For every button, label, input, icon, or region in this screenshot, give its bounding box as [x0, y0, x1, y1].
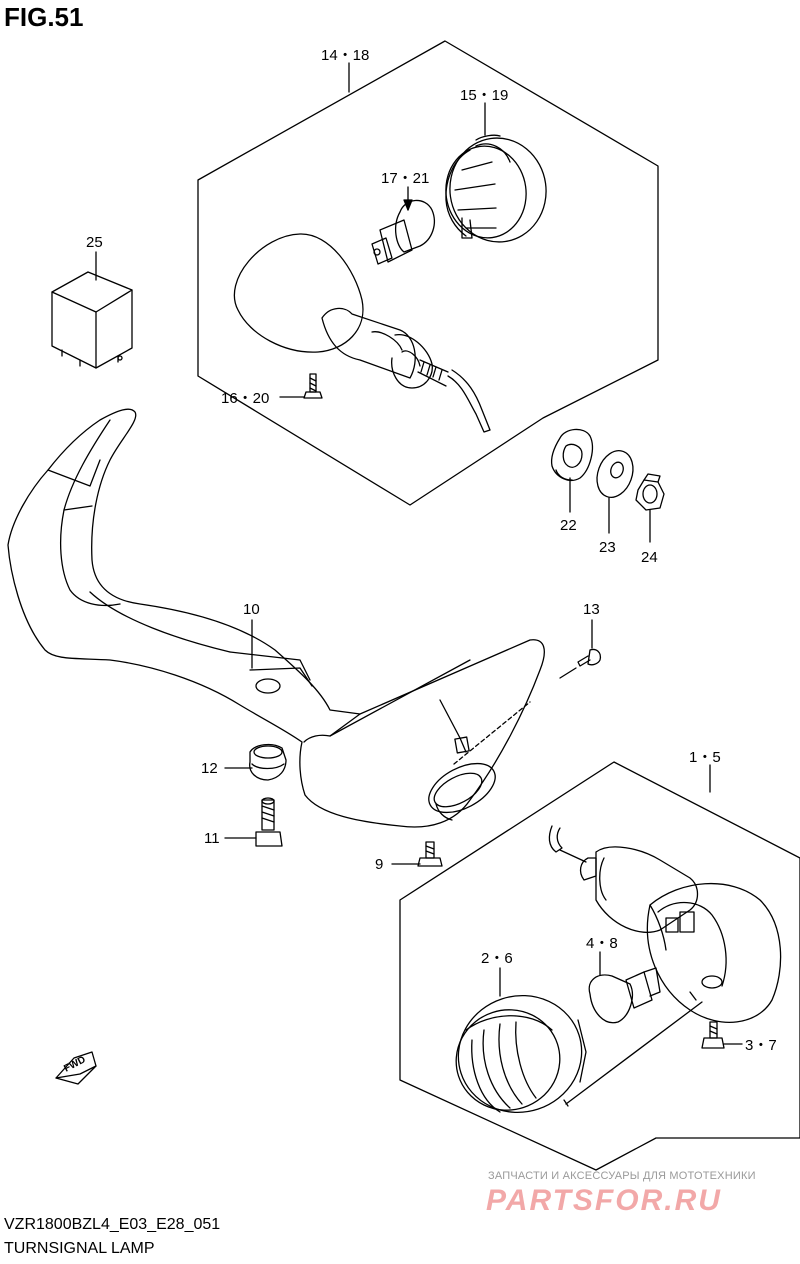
bolt-11 — [255, 797, 283, 847]
label-15-19: 15・19 — [460, 87, 508, 104]
rear-lens — [445, 134, 547, 243]
label-12: 12 — [201, 760, 218, 777]
figure-title: FIG.51 — [4, 2, 84, 32]
assembly-frame-bottom — [399, 761, 800, 1171]
label-17-21: 17・21 — [381, 170, 429, 187]
washer-22 — [550, 428, 594, 481]
label-14-18: 14・18 — [321, 47, 369, 64]
assembly-frame-top — [197, 40, 659, 506]
label-10: 10 — [243, 601, 260, 618]
screw-13 — [577, 648, 602, 667]
screw-3-7 — [701, 1021, 725, 1049]
label-2-6: 2・6 — [481, 950, 513, 967]
label-24: 24 — [641, 549, 658, 566]
screw-16-20 — [303, 373, 323, 399]
label-25: 25 — [86, 234, 103, 251]
fwd-arrow[interactable] — [55, 1051, 97, 1085]
label-22: 22 — [560, 517, 577, 534]
turnsignal-bracket — [7, 408, 545, 828]
relay-25 — [51, 271, 133, 369]
grommet-12 — [249, 743, 287, 781]
label-9: 9 — [375, 856, 383, 873]
nut-24 — [635, 473, 665, 511]
label-16-20: 16・20 — [221, 390, 269, 407]
screw-9 — [417, 841, 443, 867]
label-1-5: 1・5 — [689, 749, 721, 766]
label-11: 11 — [204, 830, 220, 847]
label-4-8: 4・8 — [586, 935, 618, 952]
label-3-7: 3・7 — [745, 1037, 777, 1054]
rear-bulb — [371, 199, 435, 265]
label-13: 13 — [583, 601, 600, 618]
rear-lamp-housing — [233, 233, 491, 433]
watermark-tagline: ЗАПЧАСТИ И АКСЕССУАРЫ ДЛЯ МОТОТЕХНИКИ — [488, 1170, 756, 1182]
figure-name: TURNSIGNAL LAMP — [4, 1240, 155, 1257]
washer-23 — [596, 450, 634, 498]
figure-code: VZR1800BZL4_E03_E28_051 — [4, 1216, 221, 1233]
label-23: 23 — [599, 539, 616, 556]
front-bulb — [588, 967, 661, 1024]
front-lens — [455, 994, 587, 1114]
watermark-logo: PARTSFOR.RU — [486, 1184, 722, 1217]
front-lamp-housing — [548, 825, 782, 1023]
